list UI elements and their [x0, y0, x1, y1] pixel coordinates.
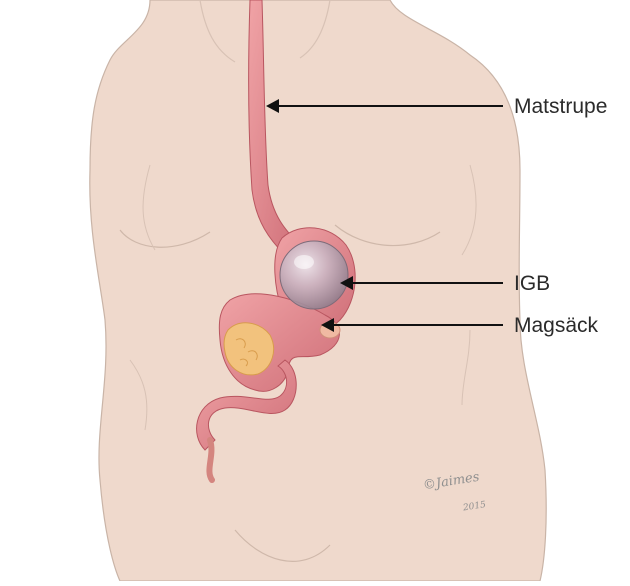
- intestine-tail: [209, 440, 212, 480]
- gastric-balloon: [280, 241, 348, 309]
- label-esophagus: Matstrupe: [514, 96, 607, 117]
- label-stomach: Magsäck: [514, 315, 598, 336]
- label-igb: IGB: [514, 273, 550, 294]
- balloon-highlight: [294, 255, 314, 269]
